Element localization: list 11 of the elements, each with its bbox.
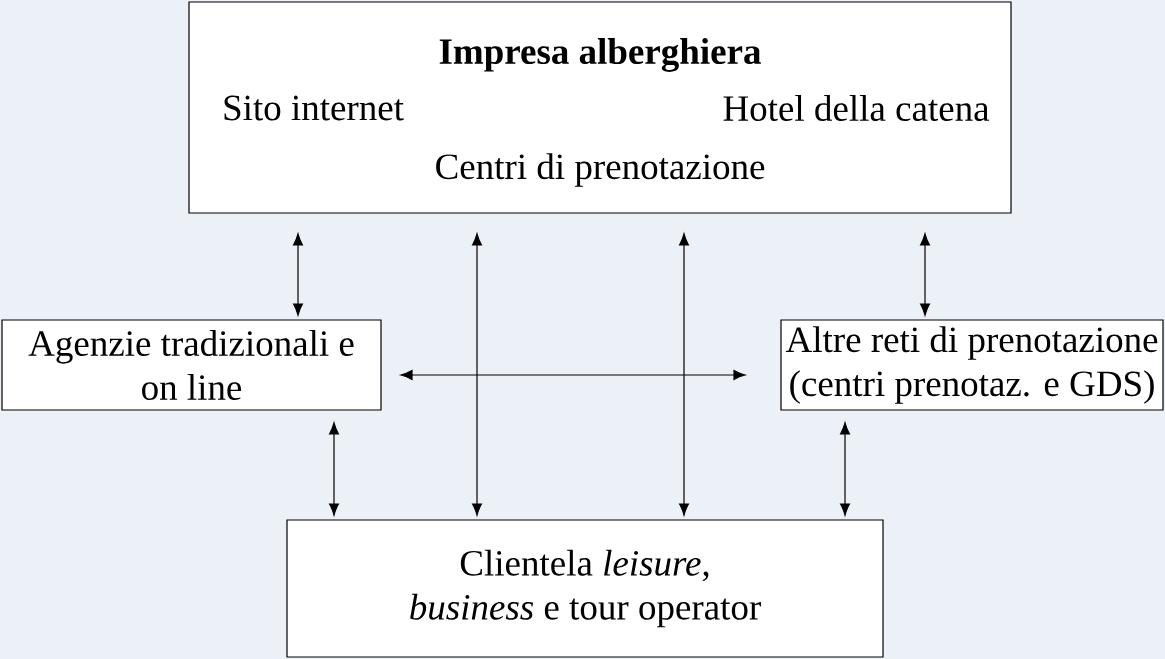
text-box: Impresa alberghiera Sito internet Hotel della catena Centri di prenotazione xyxy=(188,1,1012,214)
text-box: Clientela leisure, business e tour operator xyxy=(286,519,884,658)
double-arrow xyxy=(840,422,851,516)
double-arrow xyxy=(679,233,690,516)
double-arrow xyxy=(292,233,304,316)
text-box: Agenzie tradizionali e on line xyxy=(1,319,382,411)
double-arrow xyxy=(400,369,746,381)
text-box: Altre reti di prenotazione (centri prenotaz. e GDS) xyxy=(780,319,1164,411)
double-arrow xyxy=(471,233,483,516)
double-arrow xyxy=(920,233,931,316)
double-arrow xyxy=(328,422,340,516)
